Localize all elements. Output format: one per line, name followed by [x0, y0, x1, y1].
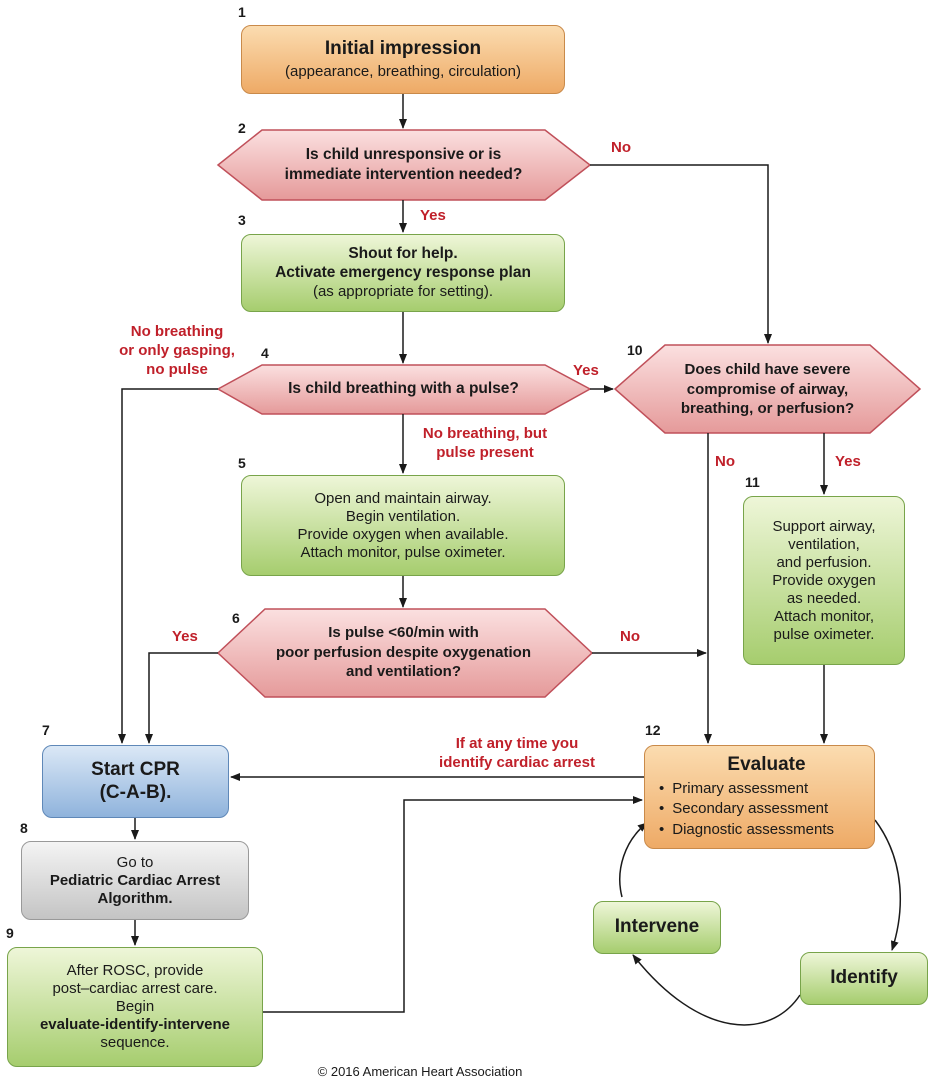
decision-10-line1: Does child have severe — [684, 361, 851, 378]
identify-box: Identify — [800, 952, 928, 1005]
step3-line3: (as appropriate for setting). — [312, 282, 494, 300]
step8-line2: Pediatric Cardiac Arrest — [49, 871, 221, 889]
start-cpr-subtitle: (C-A-B). — [99, 781, 172, 803]
step5-line4: Attach monitor, pulse oximeter. — [300, 543, 506, 561]
label-yes-step10: Yes — [835, 453, 861, 470]
step-number-10: 10 — [627, 342, 643, 358]
decision-2-line2: immediate intervention needed? — [284, 166, 523, 184]
label-yes-step6: Yes — [172, 628, 198, 645]
step-number-12: 12 — [645, 722, 661, 738]
step9-line4: evaluate-identify-intervene — [39, 1016, 231, 1033]
step5-line1: Open and maintain airway. — [314, 489, 492, 507]
step-number-1: 1 — [238, 4, 246, 20]
initial-impression-box: Initial impression (appearance, breathin… — [241, 25, 565, 94]
evaluate-item: Secondary assessment — [659, 799, 834, 819]
step11-line4: Provide oxygen — [772, 571, 876, 589]
decision-6-line2: poor perfusion despite oxygenation — [275, 643, 532, 661]
decision-diamond-10 — [613, 344, 922, 434]
step3-line1: Shout for help. — [348, 245, 458, 263]
start-cpr-title: Start CPR — [91, 758, 180, 780]
step11-line3: and perfusion. — [776, 553, 872, 571]
step11-line7: pulse oximeter. — [773, 625, 875, 643]
decision-6-line1: Is pulse <60/min with — [328, 624, 479, 641]
decision-6-line3: and ventilation? — [345, 663, 461, 680]
label-cardiac-arrest-line2: identify cardiac arrest — [439, 753, 595, 771]
support-airway-box: Support airway, ventilation, and perfusi… — [743, 496, 905, 665]
shout-for-help-box: Shout for help. Activate emergency respo… — [241, 234, 565, 312]
step3-line2: Activate emergency response plan — [275, 264, 531, 281]
label-no-breathing-line3: no pulse — [146, 360, 208, 378]
label-yes-step4: Yes — [573, 362, 599, 379]
step11-line1: Support airway, — [772, 517, 876, 535]
post-arrest-care-box: After ROSC, provide post–cardiac arrest … — [7, 947, 263, 1067]
decision-6-text: Is pulse <60/min with poor perfusion des… — [262, 623, 545, 682]
step11-line2: ventilation, — [788, 535, 860, 553]
evaluate-title: Evaluate — [727, 754, 806, 776]
step5-line3: Provide oxygen when available. — [297, 525, 509, 543]
evaluate-box: Evaluate Primary assessment Secondary as… — [644, 745, 875, 849]
step9-line3: Begin — [115, 998, 155, 1015]
step8-line3: Algorithm. — [97, 889, 173, 907]
step-number-4: 4 — [261, 345, 269, 361]
label-no-breathing-line1: No breathing — [130, 323, 224, 340]
step-number-3: 3 — [238, 212, 246, 228]
label-no-breathing-line2: or only gasping, — [119, 341, 235, 359]
decision-4-text: Is child breathing with a pulse? — [288, 380, 519, 397]
evaluate-item: Diagnostic assessments — [659, 820, 834, 840]
label-yes-step2: Yes — [420, 207, 446, 224]
decision-10-text: Does child have severe compromise of air… — [655, 360, 880, 419]
label-no-step2: No — [611, 139, 631, 156]
step9-line5: sequence. — [100, 1034, 170, 1051]
decision-2-line1: Is child unresponsive or is — [305, 146, 502, 163]
intervene-label: Intervene — [614, 916, 700, 938]
label-no-step6: No — [620, 628, 640, 645]
step11-line5: as needed. — [786, 589, 862, 607]
step-number-6: 6 — [232, 610, 240, 626]
decision-10-line3: breathing, or perfusion? — [680, 400, 855, 417]
open-airway-box: Open and maintain airway. Begin ventilat… — [241, 475, 565, 576]
step-number-7: 7 — [42, 722, 50, 738]
step-number-2: 2 — [238, 120, 246, 136]
identify-label: Identify — [830, 967, 898, 989]
intervene-box: Intervene — [593, 901, 721, 954]
label-cardiac-arrest-line1: If at any time you — [455, 735, 579, 752]
decision-2-text: Is child unresponsive or is immediate in… — [262, 145, 545, 185]
decision-10-line2: compromise of airway, — [686, 380, 849, 398]
label-pulse-present-line2: pulse present — [436, 443, 534, 461]
pediatric-arrest-algorithm-box: Go to Pediatric Cardiac Arrest Algorithm… — [21, 841, 249, 920]
step-number-9: 9 — [6, 925, 14, 941]
step-number-8: 8 — [20, 820, 28, 836]
step11-line6: Attach monitor, — [773, 607, 875, 625]
label-no-step10: No — [715, 453, 735, 470]
label-cardiac-arrest: If at any time you identify cardiac arre… — [412, 735, 622, 773]
label-no-breathing-no-pulse: No breathing or only gasping, no pulse — [104, 323, 250, 379]
initial-impression-subtitle: (appearance, breathing, circulation) — [285, 62, 521, 80]
step9-line2: post–cardiac arrest care. — [52, 980, 218, 997]
step5-line2: Begin ventilation. — [345, 507, 461, 525]
step-number-5: 5 — [238, 455, 246, 471]
step-number-11: 11 — [745, 474, 760, 490]
evaluate-item: Primary assessment — [659, 779, 834, 799]
step9-line1: After ROSC, provide — [66, 962, 204, 979]
label-pulse-present: No breathing, but pulse present — [412, 425, 558, 463]
start-cpr-box: Start CPR (C-A-B). — [42, 745, 229, 818]
initial-impression-title: Initial impression — [324, 38, 482, 60]
label-pulse-present-line1: No breathing, but — [422, 425, 548, 442]
evaluate-list: Primary assessment Secondary assessment … — [659, 779, 834, 840]
step8-line1: Go to — [116, 853, 154, 871]
copyright-notice: © 2016 American Heart Association — [317, 1064, 523, 1079]
